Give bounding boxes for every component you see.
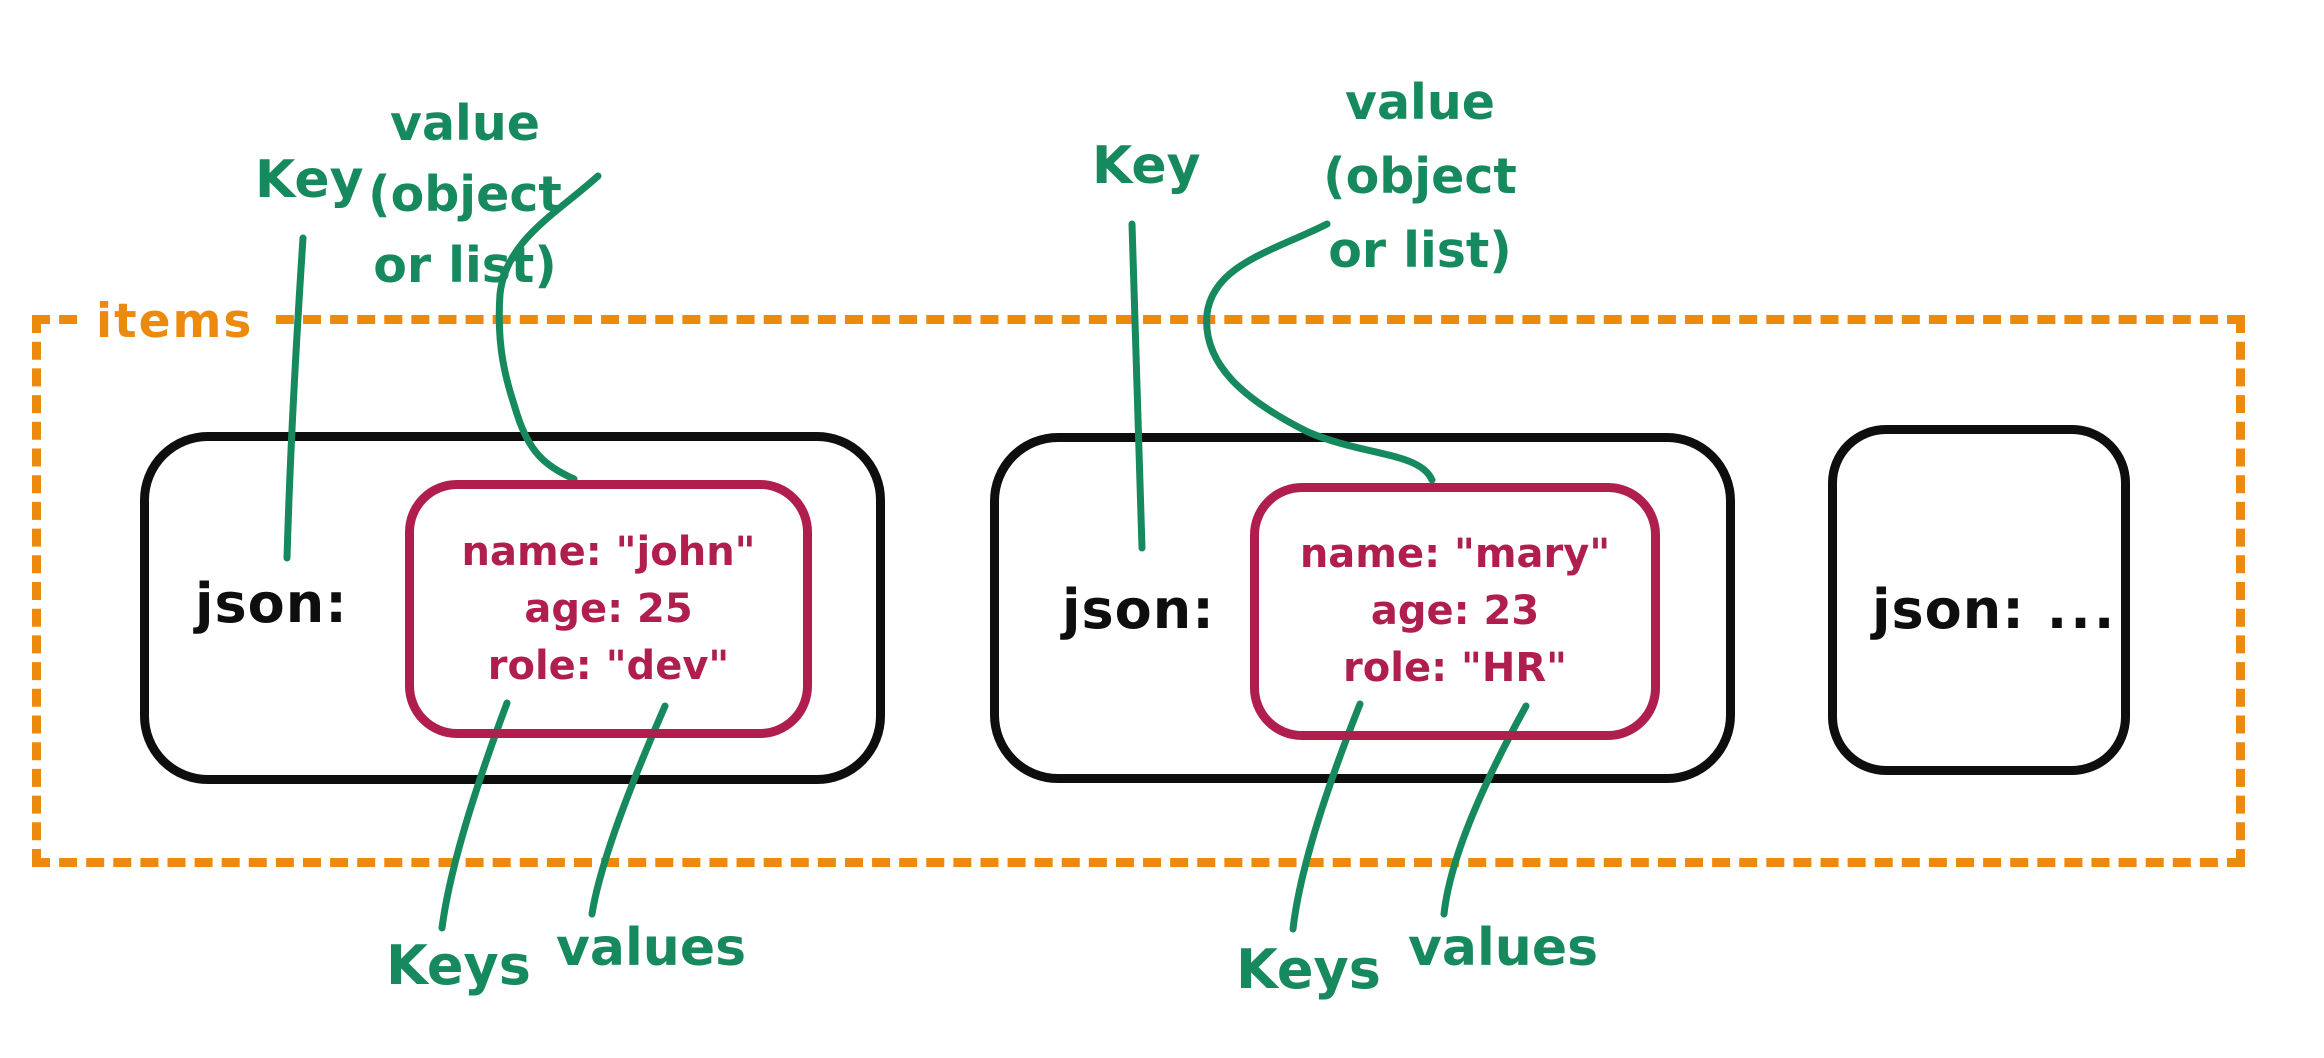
ellipsis-label: ... [2046, 578, 2118, 641]
object-value-box-1: name: "john" age: 25 role: "dev" [405, 480, 812, 738]
json-key-label-2: json: [1062, 578, 1215, 641]
value-annotation-line-2a: value [1345, 74, 1495, 131]
json-key-label-3: json:... [1872, 578, 2117, 641]
field-line-name-2: name: "mary" [1299, 531, 1611, 577]
key-annotation-2: Key [1092, 136, 1201, 196]
value-annotation-2: value (object or list) [1300, 66, 1540, 288]
value-annotation-line-1c: or list) [373, 237, 557, 294]
items-array-label: items [82, 294, 268, 349]
value-annotation-line-1b: (object [368, 166, 562, 223]
field-line-role-1: role: "dev" [487, 642, 730, 689]
keys-annotation-2: Keys [1236, 938, 1381, 1001]
field-line-age-2: age: 23 [1370, 588, 1540, 634]
value-annotation-1: value (object or list) [345, 88, 585, 301]
keys-annotation-1: Keys [386, 934, 531, 997]
value-annotation-line-1a: value [390, 95, 540, 152]
object-value-box-2: name: "mary" age: 23 role: "HR" [1250, 483, 1660, 740]
values-annotation-2: values [1408, 918, 1599, 978]
json-key-text-3: json: [1872, 578, 2025, 641]
values-annotation-1: values [556, 918, 747, 978]
field-line-name-1: name: "john" [461, 528, 756, 575]
json-key-label-1: json: [195, 572, 348, 635]
value-annotation-line-2b: (object [1323, 148, 1517, 205]
field-line-role-2: role: "HR" [1343, 645, 1567, 691]
value-annotation-line-2c: or list) [1328, 222, 1512, 279]
json-item-card-3 [1828, 425, 2130, 775]
field-line-age-1: age: 25 [524, 585, 693, 632]
key-annotation-1: Key [255, 150, 364, 210]
